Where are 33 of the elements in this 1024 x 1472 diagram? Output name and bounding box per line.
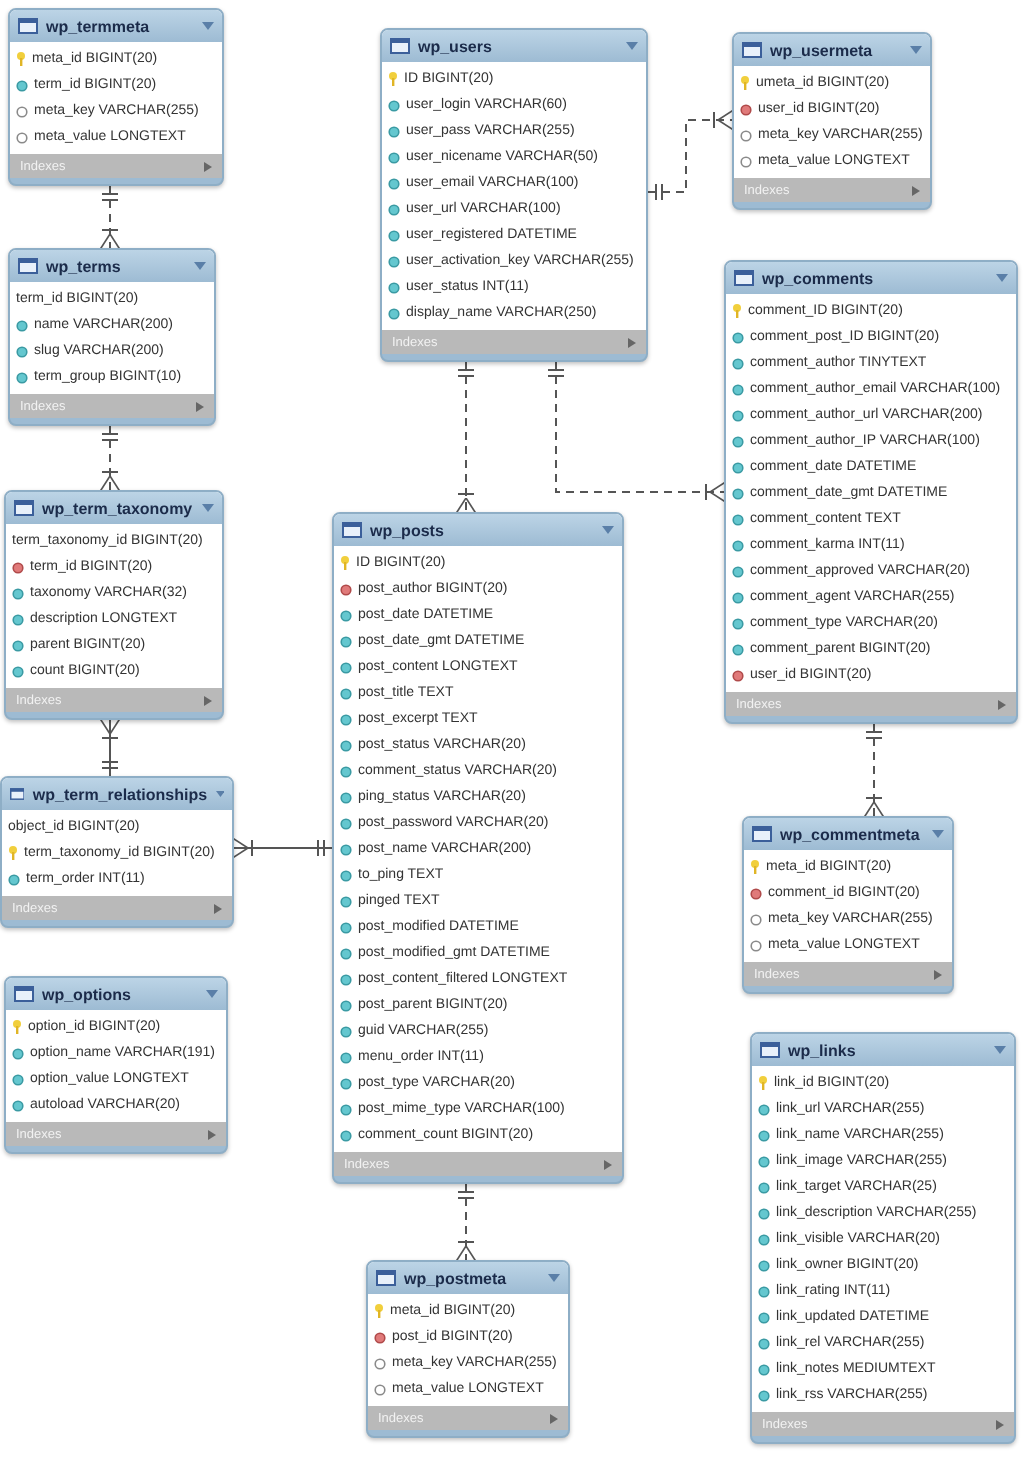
table-box bbox=[742, 816, 954, 994]
table-name: wp_postmeta bbox=[404, 1269, 509, 1287]
relationship-line bbox=[864, 723, 884, 817]
table-box bbox=[724, 260, 1018, 724]
relationship-line bbox=[233, 838, 333, 858]
table-box bbox=[732, 32, 932, 210]
relationship-line bbox=[548, 361, 725, 502]
relationship-line bbox=[647, 110, 733, 200]
relationship-line bbox=[100, 185, 120, 249]
table-box bbox=[4, 976, 228, 1154]
table-name: wp_posts bbox=[370, 521, 446, 539]
table-name: wp_comments bbox=[762, 269, 876, 287]
table-box bbox=[0, 776, 234, 928]
table-box bbox=[332, 512, 624, 1184]
table-box bbox=[380, 28, 648, 362]
table-name: wp_options bbox=[42, 985, 133, 1003]
table-name: wp_usermeta bbox=[770, 41, 875, 59]
table-name: wp_users bbox=[418, 37, 494, 55]
relationship-line bbox=[456, 361, 476, 513]
relationship-line bbox=[100, 425, 120, 491]
table-box bbox=[750, 1032, 1016, 1444]
table-name: wp_links bbox=[788, 1041, 858, 1059]
table-box bbox=[8, 8, 224, 186]
table-name: wp_term_taxonomy bbox=[42, 499, 194, 517]
relationship-line bbox=[100, 719, 120, 777]
table-box bbox=[4, 490, 224, 720]
table-name: wp_term_relationships bbox=[32, 785, 208, 803]
table-box bbox=[8, 248, 216, 426]
table-name: wp_commentmeta bbox=[780, 825, 922, 843]
table-name: wp_termmeta bbox=[46, 17, 152, 35]
relationship-line bbox=[456, 1183, 476, 1261]
table-name: wp_terms bbox=[46, 257, 123, 275]
table-box bbox=[366, 1260, 570, 1438]
